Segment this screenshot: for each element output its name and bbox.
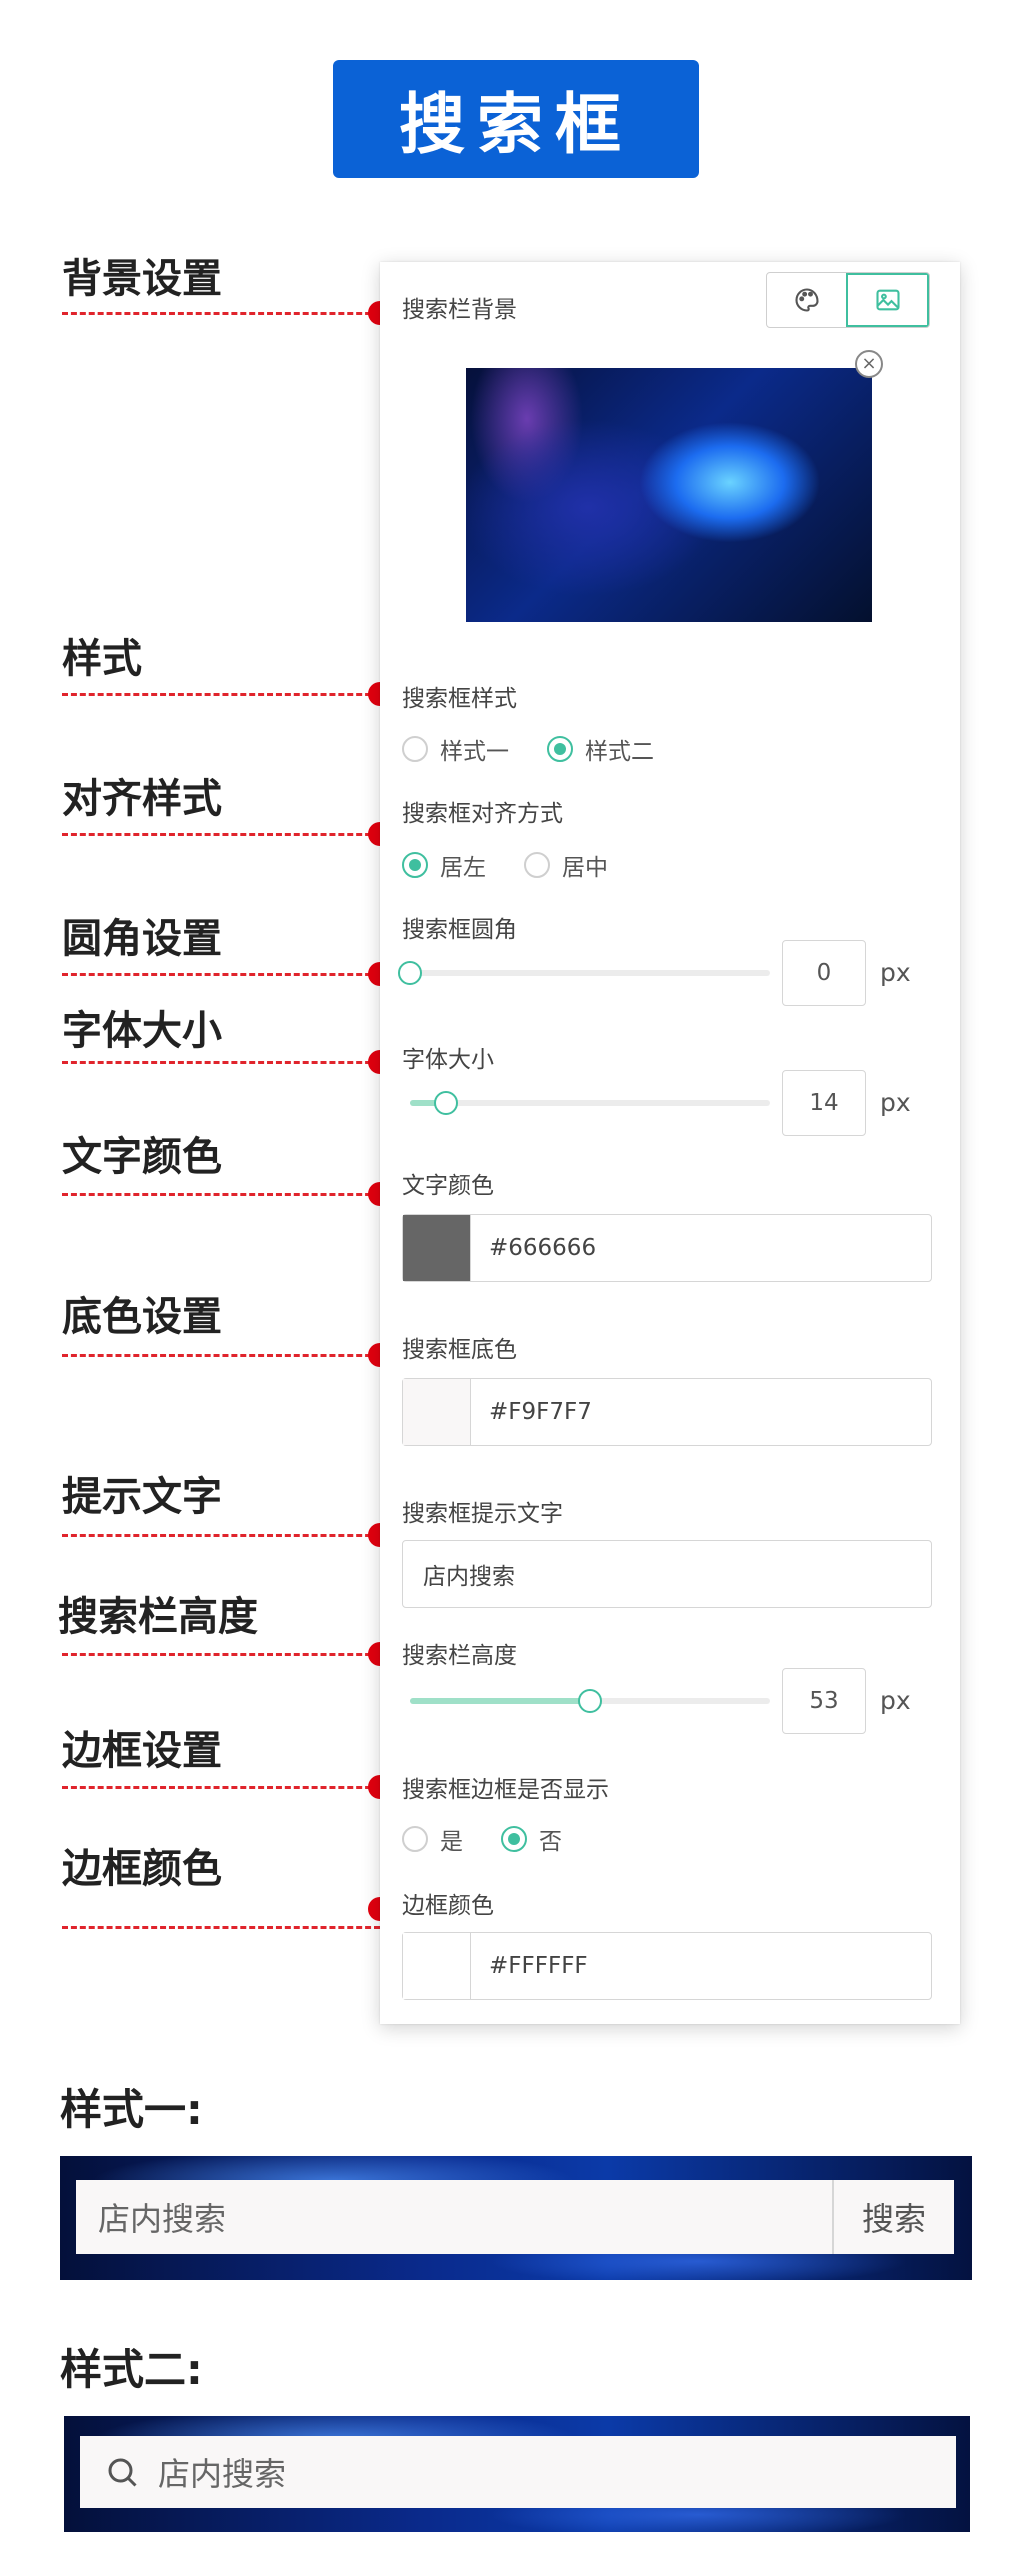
annotation-line-placeholder — [62, 1534, 380, 1537]
border-yes-label: 是 — [440, 1829, 463, 1855]
align-center-radio[interactable] — [524, 852, 550, 878]
height-slider-knob[interactable] — [578, 1689, 602, 1713]
annotation-line-bg — [62, 312, 380, 315]
style-1-radio[interactable] — [402, 736, 428, 762]
style-2-placeholder: 店内搜索 — [158, 2455, 287, 2493]
close-icon[interactable]: × — [855, 350, 883, 378]
annotation-label-bg: 背景设置 — [62, 256, 222, 302]
height-slider[interactable] — [410, 1689, 770, 1713]
annotation-label-border: 边框设置 — [62, 1728, 222, 1774]
border-color-swatch[interactable] — [403, 1933, 471, 1999]
palette-icon[interactable] — [767, 273, 846, 327]
bg-label: 搜索栏背景 — [402, 297, 517, 323]
border-radio-group: 是 否 — [402, 1822, 588, 1856]
annotation-line-radius — [62, 973, 380, 976]
text-color-field[interactable]: #666666 — [402, 1214, 932, 1282]
style-1-title: 样式一: — [60, 2085, 203, 2134]
style-2-preview: 店内搜索 — [64, 2416, 970, 2532]
style-label: 搜索框样式 — [402, 686, 517, 712]
image-icon[interactable] — [846, 273, 929, 327]
placeholder-input[interactable]: 店内搜索 — [402, 1540, 932, 1608]
radius-label: 搜索框圆角 — [402, 917, 517, 943]
annotation-label-style: 样式 — [62, 636, 142, 682]
style-1-label: 样式一 — [440, 739, 509, 765]
annotation-line-style — [62, 693, 380, 696]
annotation-label-placeholder: 提示文字 — [62, 1474, 222, 1520]
style-1-search-button[interactable]: 搜索 — [832, 2180, 954, 2254]
align-left-radio[interactable] — [402, 852, 428, 878]
background-image-preview — [466, 368, 872, 622]
annotation-line-border-color — [62, 1926, 380, 1929]
radius-slider[interactable] — [398, 961, 770, 985]
font-size-slider-fill — [410, 1100, 446, 1106]
annotation-label-radius: 圆角设置 — [62, 916, 222, 962]
annotation-line-bg-color — [62, 1354, 380, 1357]
height-slider-fill — [410, 1698, 590, 1704]
annotation-line-align — [62, 833, 380, 836]
settings-panel: 搜索栏背景 × 搜索框样式 样式一 样式二 搜索框对齐方式 居左 居中 搜索框 — [380, 262, 960, 2024]
annotation-line-border — [62, 1786, 380, 1789]
annotation-line-font — [62, 1061, 380, 1064]
border-no-radio[interactable] — [501, 1826, 527, 1852]
height-label: 搜索栏高度 — [402, 1643, 517, 1669]
style-1-search-input[interactable]: 店内搜索 — [76, 2180, 832, 2254]
search-icon — [108, 2458, 137, 2487]
font-size-slider-knob[interactable] — [434, 1091, 458, 1115]
style-radio-group: 样式一 样式二 — [402, 732, 680, 766]
style-2-label: 样式二 — [585, 739, 654, 765]
style-2-search-input[interactable]: 店内搜索 — [80, 2436, 956, 2508]
style-1-preview: 店内搜索 搜索 — [60, 2156, 972, 2280]
annotation-label-font: 字体大小 — [62, 1008, 222, 1054]
border-color-value: #FFFFFF — [489, 1953, 588, 1979]
align-radio-group: 居左 居中 — [402, 848, 634, 882]
text-color-label: 文字颜色 — [402, 1173, 494, 1199]
page-title-banner: 搜索框 — [333, 60, 699, 178]
border-no-label: 否 — [539, 1829, 562, 1855]
border-color-field[interactable]: #FFFFFF — [402, 1932, 932, 2000]
align-center-label: 居中 — [562, 855, 608, 881]
bg-color-label: 搜索框底色 — [402, 1337, 517, 1363]
style-2-radio[interactable] — [547, 736, 573, 762]
radius-unit: px — [880, 958, 911, 987]
annotation-label-height: 搜索栏高度 — [58, 1594, 258, 1640]
font-size-slider[interactable] — [410, 1091, 770, 1115]
font-size-unit: px — [880, 1088, 911, 1117]
text-color-value: #666666 — [489, 1235, 597, 1261]
font-size-label: 字体大小 — [402, 1047, 494, 1073]
border-color-label: 边框颜色 — [402, 1893, 494, 1919]
annotation-line-height — [62, 1653, 380, 1656]
height-unit: px — [880, 1686, 911, 1715]
radius-input[interactable]: 0 — [782, 940, 866, 1006]
annotation-label-align: 对齐样式 — [62, 776, 222, 822]
bg-color-field[interactable]: #F9F7F7 — [402, 1378, 932, 1446]
bg-mode-toggle — [766, 272, 930, 328]
text-color-swatch[interactable] — [403, 1215, 471, 1281]
font-size-input[interactable]: 14 — [782, 1070, 866, 1136]
annotation-line-text-color — [62, 1193, 380, 1196]
align-label: 搜索框对齐方式 — [402, 801, 563, 827]
border-show-label: 搜索框边框是否显示 — [402, 1777, 609, 1803]
placeholder-label: 搜索框提示文字 — [402, 1501, 563, 1527]
border-yes-radio[interactable] — [402, 1826, 428, 1852]
annotation-label-bg-color: 底色设置 — [62, 1294, 222, 1340]
align-left-label: 居左 — [440, 855, 486, 881]
radius-slider-knob[interactable] — [398, 961, 422, 985]
height-input[interactable]: 53 — [782, 1668, 866, 1734]
style-2-title: 样式二: — [60, 2345, 203, 2394]
bg-color-swatch[interactable] — [403, 1379, 471, 1445]
bg-color-value: #F9F7F7 — [489, 1399, 592, 1425]
annotation-label-border-color: 边框颜色 — [62, 1846, 222, 1892]
annotation-label-text-color: 文字颜色 — [62, 1134, 222, 1180]
